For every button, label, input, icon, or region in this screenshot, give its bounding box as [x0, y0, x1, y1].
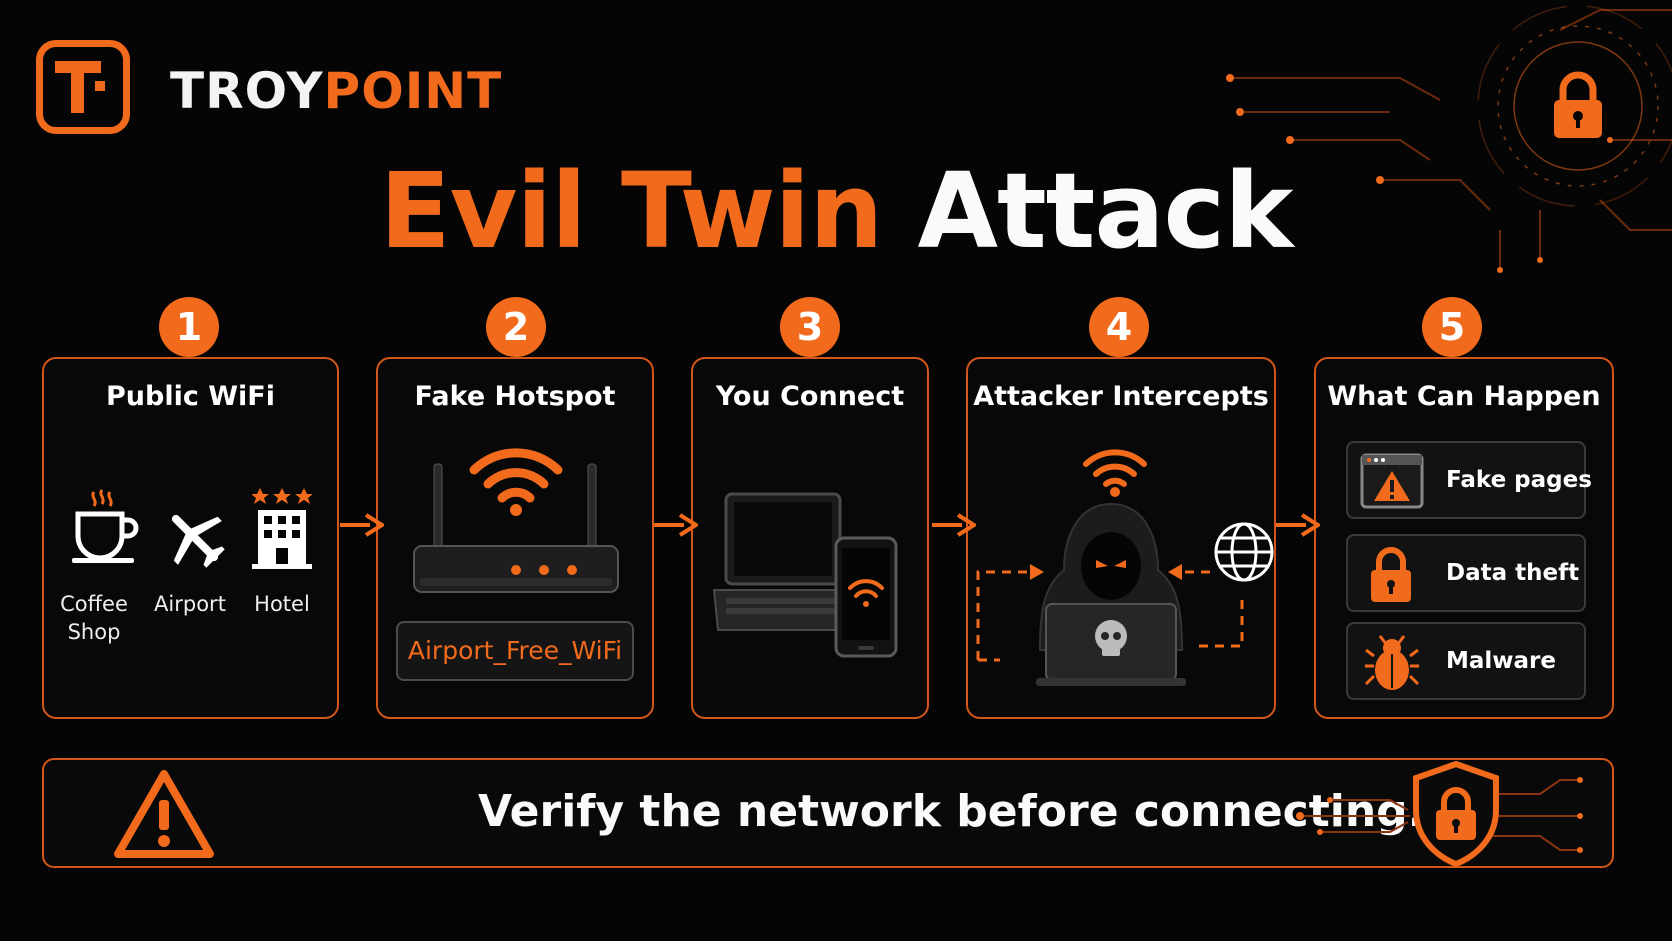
- coffee-cup-icon: [72, 489, 139, 563]
- place-label-hotel: Hotel: [254, 592, 310, 616]
- brand-logo: [36, 40, 130, 134]
- warning-browser-icon: [1360, 453, 1424, 509]
- flow-arrow-icon: [1276, 513, 1320, 537]
- step-number-5: 5: [1422, 297, 1482, 357]
- risk-item-fake-pages: Fake pages: [1346, 441, 1592, 519]
- risk-item-malware: Malware: [1346, 622, 1586, 700]
- step-number-4: 4: [1089, 297, 1149, 357]
- flow-arrow-icon: [654, 513, 698, 537]
- title-part1: Evil Twin: [379, 150, 884, 272]
- flow-arrow-icon: [932, 513, 976, 537]
- router-icon: [413, 463, 619, 593]
- step-title: You Connect: [715, 381, 905, 412]
- padlock-icon: [1371, 547, 1411, 602]
- laptop-icon: [712, 492, 854, 631]
- logo-glyph-icon: [55, 61, 105, 113]
- title-part2: Attack: [917, 150, 1293, 272]
- warning-banner: [42, 758, 1614, 868]
- warning-triangle-icon: [114, 770, 214, 858]
- risk-label: Malware: [1446, 648, 1557, 674]
- wifi-icon: [469, 448, 563, 516]
- padlock-icon: [1554, 71, 1602, 138]
- brand-name: TROYPOINT: [170, 62, 502, 120]
- risk-item-data-theft: Data theft: [1346, 534, 1586, 612]
- airplane-icon: [171, 514, 225, 568]
- page-title: Evil Twin Attack: [0, 150, 1672, 272]
- place-label-airport: Airport: [154, 592, 226, 616]
- wifi-icon: [1083, 449, 1147, 497]
- place-label-coffee-shop: Coffee Shop: [60, 592, 128, 644]
- brand-name-part1: TROY: [170, 62, 324, 120]
- fake-ssid-label: Airport_Free_WiFi: [396, 621, 634, 681]
- step-title: Fake Hotspot: [414, 381, 616, 412]
- risk-label: Data theft: [1446, 560, 1580, 586]
- brand-name-part2: POINT: [323, 62, 503, 120]
- step-number-3: 3: [780, 297, 840, 357]
- risk-label: Fake pages: [1446, 467, 1592, 493]
- shield-lock-icon: [1413, 760, 1499, 868]
- banner-message: Verify the network before connecting.: [478, 786, 1425, 837]
- phone-icon: [834, 536, 898, 658]
- step-number-2: 2: [486, 297, 546, 357]
- step-title: Attacker Intercepts: [973, 381, 1269, 412]
- flow-arrow-icon: [340, 513, 384, 537]
- step-title: Public WiFi: [106, 381, 275, 412]
- circuit-decoration: [1296, 777, 1583, 853]
- step-title: What Can Happen: [1327, 381, 1601, 412]
- step-number-1: 1: [159, 297, 219, 357]
- hacker-icon: [1036, 502, 1186, 686]
- globe-icon: [1214, 522, 1274, 582]
- hotel-icon: [252, 488, 312, 569]
- intercept-flow-arrows: [976, 564, 1244, 662]
- bug-icon: [1364, 635, 1420, 690]
